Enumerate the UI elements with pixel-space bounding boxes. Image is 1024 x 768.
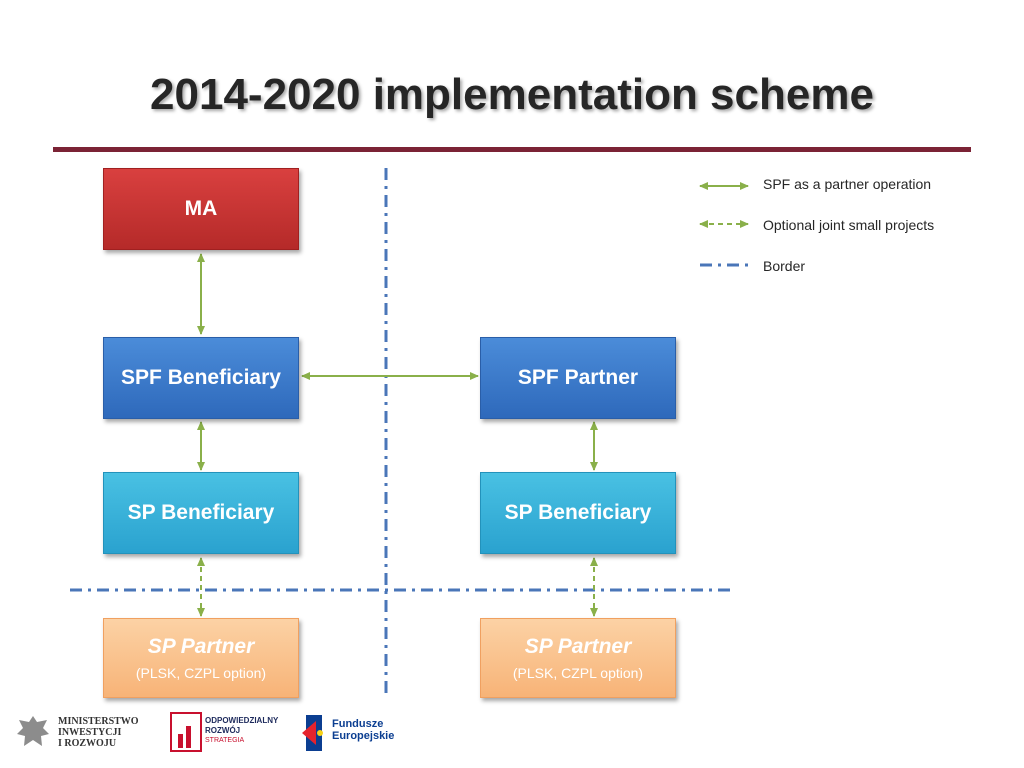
spf-partner-label: SPF Partner: [517, 366, 639, 389]
title-divider: [53, 147, 971, 152]
odpowiedzialny-line3: STRATEGIA: [205, 737, 245, 744]
ministry-line2: INWESTYCJI: [58, 727, 122, 738]
page-title: 2014-2020 implementation scheme: [150, 70, 874, 119]
sp-beneficiary-right-box: SP Beneficiary: [480, 472, 676, 554]
sp-beneficiary-left-label: SP Beneficiary: [127, 501, 275, 524]
legend-border-label: Border: [763, 258, 806, 274]
spf-beneficiary-box: SPF Beneficiary: [103, 337, 299, 419]
legend-dashed-arrow-label: Optional joint small projects: [763, 217, 935, 233]
sp-beneficiary-left-box: SP Beneficiary: [103, 472, 299, 554]
odpowiedzialny-line2: ROZWÓJ: [205, 726, 241, 735]
ministry-line1: MINISTERSTWO: [58, 716, 139, 727]
eagle-emblem-icon: [17, 716, 49, 746]
legend-solid-arrow-label: SPF as a partner operation: [763, 176, 932, 192]
sp-partner-right-sublabel: (PLSK, CZPL option): [512, 665, 644, 681]
spf-beneficiary-label: SPF Beneficiary: [121, 366, 281, 389]
odpowiedzialny-line1: ODPOWIEDZIALNY: [205, 716, 279, 725]
sp-beneficiary-right-label: SP Beneficiary: [504, 501, 652, 524]
fundusze-line1: Fundusze: [332, 718, 384, 730]
eu-funds-star-icon: [302, 715, 323, 751]
ma-label: MA: [184, 197, 218, 220]
sp-partner-right-label: SP Partner: [524, 635, 632, 658]
sp-partner-left-label: SP Partner: [147, 635, 255, 658]
spf-partner-box: SPF Partner: [480, 337, 676, 419]
ministry-line3: I ROZWOJU: [58, 738, 117, 749]
sp-partner-left-box: SP Partner (PLSK, CZPL option): [103, 618, 299, 698]
fundusze-line2: Europejskie: [332, 730, 395, 742]
sp-partner-right-box: SP Partner (PLSK, CZPL option): [480, 618, 676, 698]
sp-partner-left-sublabel: (PLSK, CZPL option): [135, 665, 267, 681]
ma-box: MA: [103, 168, 299, 250]
strategy-bars-icon: [170, 712, 202, 752]
